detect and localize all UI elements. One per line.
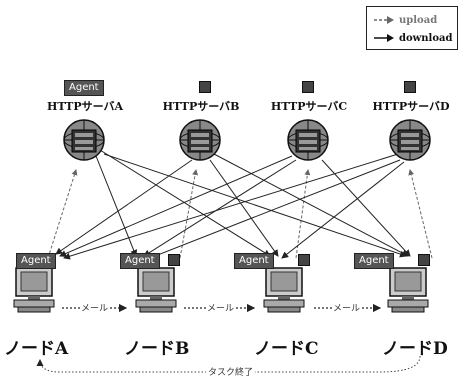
- server-icon-a: [64, 120, 104, 160]
- node-d-label: ノードD: [382, 334, 448, 359]
- legend-upload-label: upload: [399, 15, 437, 26]
- node-a-label: ノードA: [4, 334, 68, 359]
- upload-arrow-icon: [373, 15, 395, 25]
- node-d-marker: [418, 254, 430, 266]
- server-d-label: HTTPサーバD: [356, 98, 466, 114]
- server-icons: [64, 120, 430, 160]
- task-end-label: タスク終了: [206, 365, 255, 378]
- server-d-marker: [404, 81, 416, 93]
- computer-icon-b: [136, 268, 176, 312]
- server-icon-d: [390, 120, 430, 160]
- computer-icon-c: [264, 268, 304, 312]
- node-c-agent-badge: Agent: [234, 253, 274, 269]
- server-b-marker: [199, 81, 211, 93]
- upload-line-c: [296, 170, 308, 258]
- legend: upload download: [366, 6, 458, 50]
- node-b-agent-badge: Agent: [120, 253, 160, 269]
- node-c-label: ノードC: [254, 334, 319, 359]
- download-lines: [56, 146, 410, 258]
- server-a-label: HTTPサーバA: [30, 98, 140, 114]
- mail-label-bc: メール: [206, 301, 235, 314]
- node-c-marker: [298, 254, 310, 266]
- node-b-marker: [168, 254, 180, 266]
- node-b-label: ノードB: [124, 334, 189, 359]
- server-c-marker: [302, 81, 314, 93]
- node-d-agent-badge: Agent: [354, 253, 394, 269]
- server-icon-c: [288, 120, 328, 160]
- server-c-label: HTTPサーバC: [254, 98, 364, 114]
- mail-label-ab: メール: [80, 301, 109, 314]
- node-a-agent-badge: Agent: [16, 253, 56, 269]
- server-a-agent-badge: Agent: [64, 80, 104, 96]
- computer-icon-a: [14, 268, 54, 312]
- mail-label-cd: メール: [332, 301, 361, 314]
- legend-download-label: download: [399, 33, 452, 44]
- download-arrow-icon: [373, 33, 395, 43]
- upload-line-a: [48, 170, 76, 258]
- legend-download: download: [373, 31, 452, 45]
- server-icon-b: [180, 120, 220, 160]
- server-b-label: HTTPサーバB: [146, 98, 256, 114]
- upload-line-d: [410, 170, 432, 258]
- legend-upload: upload: [373, 13, 437, 27]
- computer-icon-d: [388, 268, 428, 312]
